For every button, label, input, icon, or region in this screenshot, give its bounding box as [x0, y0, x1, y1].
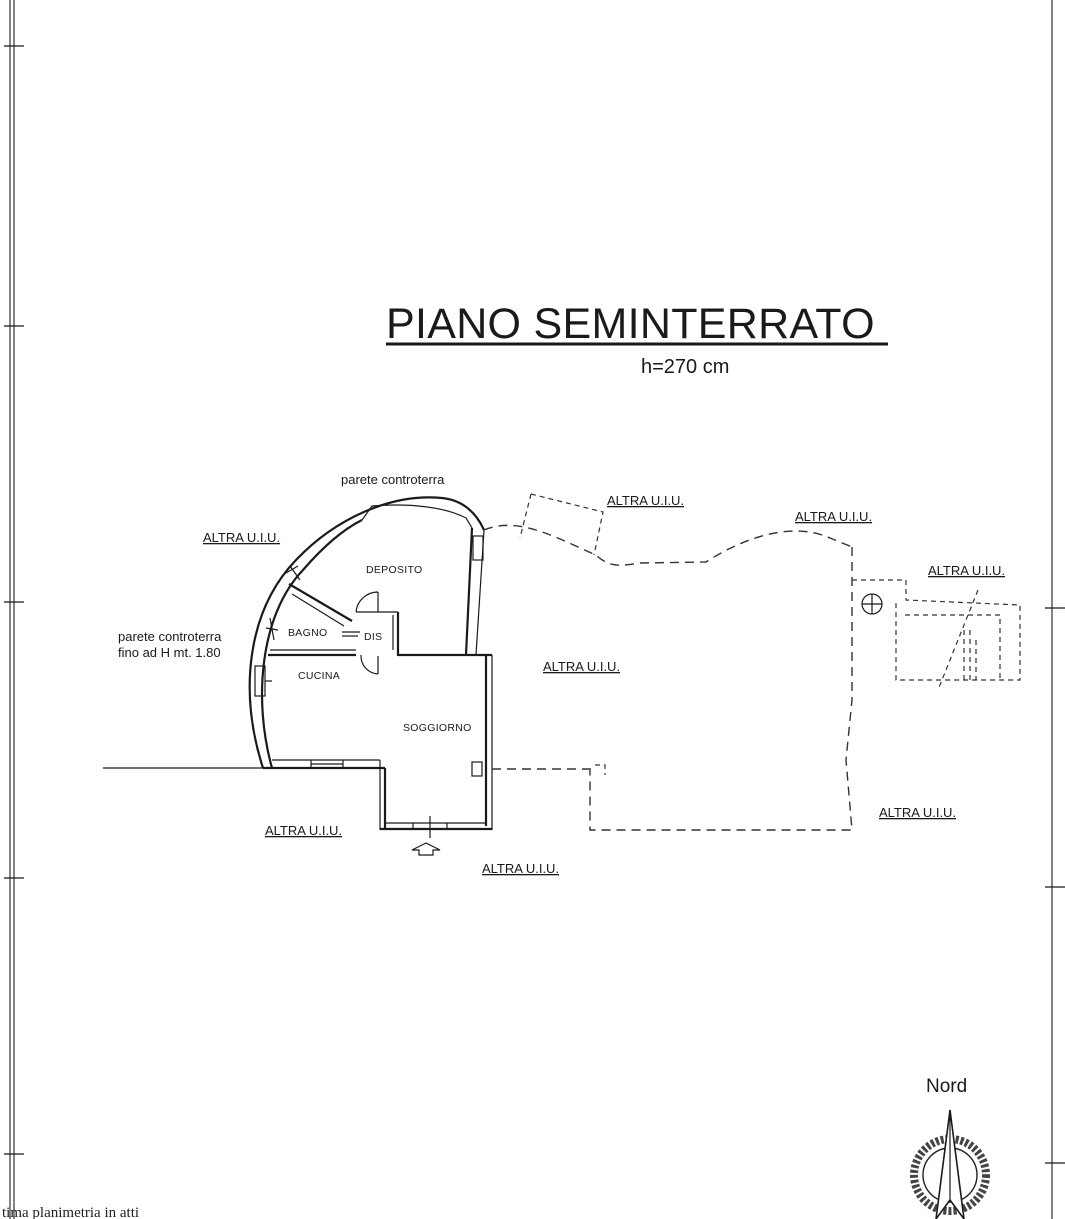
label-altra-uiu-right: ALTRA U.I.U. — [928, 563, 1005, 578]
neighbour-units — [483, 493, 1021, 831]
plan-title: PIANO SEMINTERRATO — [386, 300, 875, 348]
height-note: h=270 cm — [641, 356, 729, 378]
room-deposito: DEPOSITO — [366, 564, 422, 576]
label-altra-uiu-center: ALTRA U.I.U. — [543, 659, 620, 674]
label-altra-uiu-bottom-right: ALTRA U.I.U. — [879, 805, 956, 820]
page-frame — [4, 0, 1065, 1219]
label-altra-uiu-bottom-left: ALTRA U.I.U. — [265, 823, 342, 838]
north-compass: Nord — [910, 1076, 990, 1219]
room-cucina: CUCINA — [298, 670, 340, 682]
label-parete-controterra-top: parete controterra — [341, 472, 445, 487]
label-altra-uiu-top-right: ALTRA U.I.U. — [795, 509, 872, 524]
room-bagno: BAGNO — [288, 627, 327, 639]
room-labels: DEPOSITO BAGNO DIS CUCINA SOGGIORNO — [288, 564, 472, 734]
apartment-walls — [248, 496, 493, 856]
compass-label: Nord — [926, 1076, 967, 1097]
label-parete-controterra-side-2: fino ad H mt. 1.80 — [118, 645, 221, 660]
footer-note: tima planimetria in atti — [2, 1205, 139, 1219]
room-dis: DIS — [364, 631, 382, 643]
label-parete-controterra-side-1: parete controterra — [118, 629, 222, 644]
label-altra-uiu-bottom: ALTRA U.I.U. — [482, 861, 559, 876]
label-altra-uiu-left: ALTRA U.I.U. — [203, 530, 280, 545]
unit-labels: parete controterra ALTRA U.I.U. parete c… — [118, 472, 1005, 876]
label-altra-uiu-top: ALTRA U.I.U. — [607, 493, 684, 508]
room-soggiorno: SOGGIORNO — [403, 722, 472, 734]
